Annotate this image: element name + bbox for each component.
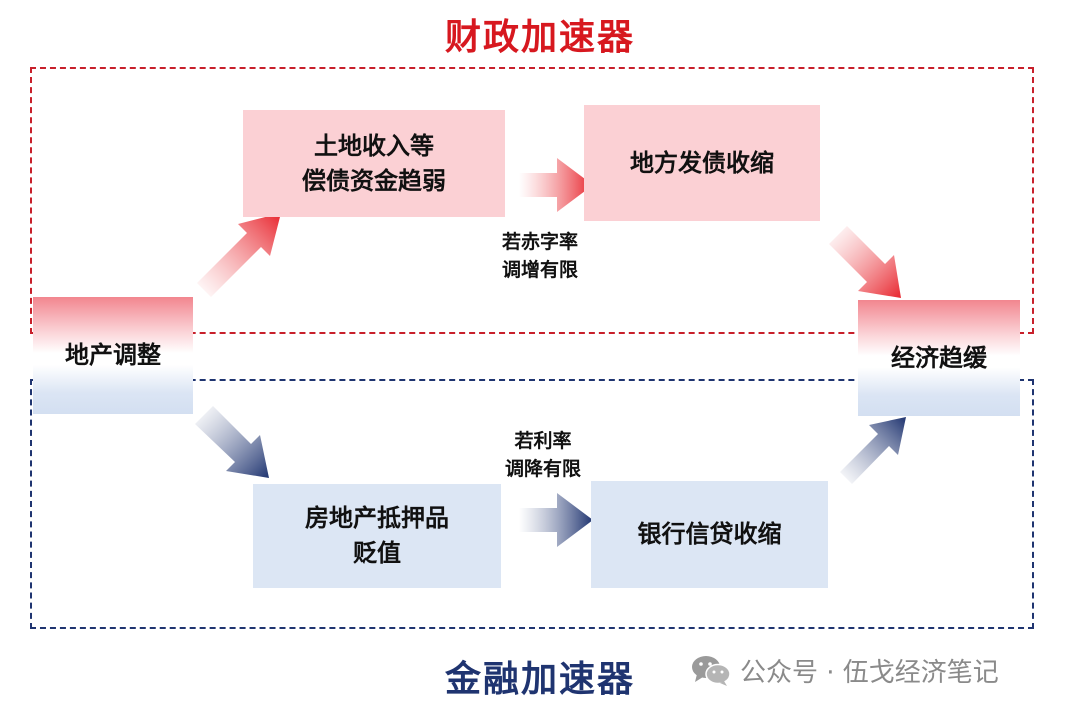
financial-note-line2: 调降有限 xyxy=(504,457,581,480)
fiscal-note-line2: 调增有限 xyxy=(501,258,578,281)
watermark: 公众号 · 伍戈经济笔记 xyxy=(690,650,999,690)
fiscal-condition-note: 若赤字率 调增有限 xyxy=(475,229,605,284)
arrow-collateral-to-credit xyxy=(519,493,593,547)
arrow-start-to-collateral xyxy=(195,406,269,478)
fiscal-accelerator-title: 财政加速器 xyxy=(444,17,635,58)
node-collateral-line2: 贬值 xyxy=(353,539,401,567)
node-local-debt-contraction: 地方发债收缩 xyxy=(584,105,820,221)
financial-accelerator-title: 金融加速器 xyxy=(444,659,635,700)
financial-note-line1: 若利率 xyxy=(514,430,572,452)
arrow-start-to-land xyxy=(197,213,281,297)
node-land-revenue-line2: 偿债资金趋弱 xyxy=(302,166,446,195)
node-collateral-devaluation: 房地产抵押品 贬值 xyxy=(253,484,501,588)
fiscal-note-line1: 若赤字率 xyxy=(501,231,578,253)
start-node-label: 地产调整 xyxy=(65,341,161,370)
wechat-icon xyxy=(692,656,731,686)
start-node-property-adjustment: 地产调整 xyxy=(33,297,193,414)
node-bank-credit-contraction: 银行信贷收缩 xyxy=(591,481,828,588)
financial-accelerator-box xyxy=(30,379,1034,629)
node-credit-label: 银行信贷收缩 xyxy=(637,520,782,549)
watermark-text: 公众号 · 伍戈经济笔记 xyxy=(740,657,999,688)
fiscal-accelerator-box xyxy=(30,67,1034,334)
financial-condition-note: 若利率 调降有限 xyxy=(478,428,608,483)
node-land-revenue: 土地收入等 偿债资金趋弱 xyxy=(243,110,505,217)
end-node-label: 经济趋缓 xyxy=(891,343,987,372)
end-node-economic-slowdown: 经济趋缓 xyxy=(858,300,1020,416)
node-collateral-line1: 房地产抵押品 xyxy=(305,504,449,533)
node-land-revenue-line1: 土地收入等 xyxy=(314,131,434,160)
arrow-land-to-debt xyxy=(519,158,593,212)
arrow-credit-to-end xyxy=(840,417,906,484)
node-local-debt-label: 地方发债收缩 xyxy=(630,148,774,177)
arrow-debt-to-end xyxy=(829,226,901,298)
